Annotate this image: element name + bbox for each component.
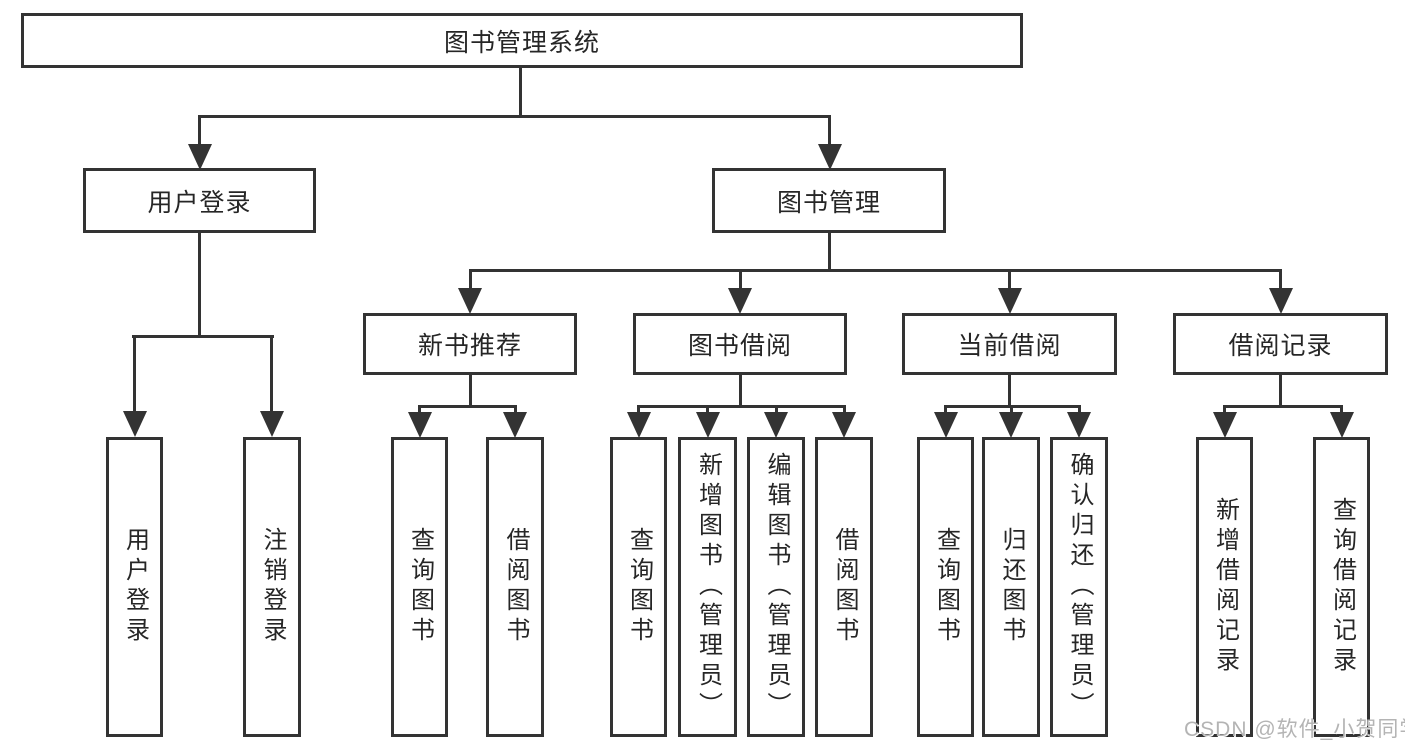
connector-book-borrow-down xyxy=(739,375,742,408)
arrowhead-leaf-user-login xyxy=(123,411,147,437)
leaf-query-borrow-record-label: 查询借阅记录 xyxy=(1328,497,1356,677)
node-current-borrow: 当前借阅 xyxy=(902,313,1117,375)
connector-new-book-stem xyxy=(469,269,472,291)
arrowhead-leaf-confirm-return xyxy=(1067,412,1091,438)
connector-leaf-query2-stem xyxy=(637,405,640,415)
connector-leaf-return-stem xyxy=(1010,405,1013,415)
node-book-management: 图书管理 xyxy=(712,168,946,233)
connector-leaf-confirm-return-stem xyxy=(1078,405,1081,415)
connector-level3-horizontal xyxy=(469,269,1282,272)
connector-leaf-user-login-stem xyxy=(133,335,136,413)
connector-book-borrow-horizontal xyxy=(637,405,846,408)
leaf-logout: 注销登录 xyxy=(243,437,301,737)
leaf-add-book-admin-label: 新增图书（管理员） xyxy=(694,452,722,722)
connector-user-login-down xyxy=(198,232,201,338)
arrowhead-leaf-borrow2 xyxy=(832,412,856,438)
connector-new-book-down xyxy=(469,375,472,408)
connector-leaf-query1-stem xyxy=(418,405,421,415)
connector-leaf-edit-book-stem xyxy=(775,405,778,415)
connector-user-login-stem xyxy=(198,115,201,148)
node-current-borrow-label: 当前借阅 xyxy=(957,332,1062,360)
node-new-book-recommend-label: 新书推荐 xyxy=(417,332,522,360)
arrowhead-leaf-query-record xyxy=(1330,412,1354,438)
arrowhead-leaf-add-book xyxy=(696,412,720,438)
leaf-user-login-label: 用户登录 xyxy=(121,527,149,647)
arrowhead-leaf-query2 xyxy=(627,412,651,438)
leaf-query-book-2: 查询图书 xyxy=(610,437,667,737)
leaf-edit-book-admin-label: 编辑图书（管理员） xyxy=(763,452,790,722)
arrowhead-borrow-record xyxy=(1269,288,1293,314)
leaf-query-borrow-record: 查询借阅记录 xyxy=(1313,437,1370,737)
arrowhead-leaf-logout xyxy=(260,411,284,437)
node-user-login-label: 用户登录 xyxy=(147,188,252,217)
node-user-login: 用户登录 xyxy=(83,168,316,233)
leaf-user-login: 用户登录 xyxy=(106,437,163,737)
node-borrow-record-label: 借阅记录 xyxy=(1228,332,1333,360)
node-root-label: 图书管理系统 xyxy=(443,28,600,57)
leaf-add-borrow-record-label: 新增借阅记录 xyxy=(1211,497,1239,677)
connector-leaf-borrow2-stem xyxy=(843,405,846,415)
connector-borrow-record-down xyxy=(1279,375,1282,408)
leaf-add-borrow-record: 新增借阅记录 xyxy=(1196,437,1253,737)
connector-book-management-down xyxy=(828,232,831,272)
arrowhead-book-management xyxy=(818,144,842,170)
leaf-return-book: 归还图书 xyxy=(982,437,1040,737)
node-borrow-record: 借阅记录 xyxy=(1173,313,1388,375)
leaf-logout-label: 注销登录 xyxy=(259,527,286,647)
csdn-watermark: CSDN @软件_小贺同学 xyxy=(1184,718,1405,741)
node-root: 图书管理系统 xyxy=(21,13,1023,68)
connector-leaf-query-record-stem xyxy=(1340,405,1343,415)
connector-borrow-record-horizontal xyxy=(1223,405,1343,408)
node-book-borrow: 图书借阅 xyxy=(633,313,847,375)
arrowhead-leaf-query3 xyxy=(934,412,958,438)
node-new-book-recommend: 新书推荐 xyxy=(363,313,577,375)
leaf-query-book-3: 查询图书 xyxy=(917,437,974,737)
arrowhead-user-login xyxy=(188,144,212,170)
connector-current-borrow-down xyxy=(1008,375,1011,408)
leaf-confirm-return-admin-label: 确认归还（管理员） xyxy=(1066,452,1093,722)
connector-book-borrow-stem xyxy=(739,269,742,291)
connector-user-login-horizontal xyxy=(132,335,274,338)
connector-current-borrow-stem xyxy=(1008,269,1011,291)
arrowhead-leaf-edit-book xyxy=(764,412,788,438)
connector-leaf-borrow1-stem xyxy=(514,405,517,415)
leaf-borrow-book-1: 借阅图书 xyxy=(486,437,544,737)
leaf-return-book-label: 归还图书 xyxy=(998,527,1025,647)
arrowhead-leaf-add-record xyxy=(1213,412,1237,438)
arrowhead-book-borrow xyxy=(728,288,752,314)
connector-new-book-horizontal xyxy=(418,405,517,408)
arrowhead-leaf-query1 xyxy=(408,412,432,438)
arrowhead-current-borrow xyxy=(998,288,1022,314)
leaf-borrow-book-2-label: 借阅图书 xyxy=(831,527,858,647)
arrowhead-leaf-borrow1 xyxy=(503,412,527,438)
arrowhead-leaf-return xyxy=(999,412,1023,438)
leaf-query-book-1-label: 查询图书 xyxy=(406,527,434,647)
leaf-query-book-3-label: 查询图书 xyxy=(932,527,960,647)
connector-leaf-add-record-stem xyxy=(1223,405,1226,415)
connector-book-management-stem xyxy=(828,115,831,148)
connector-level2-horizontal xyxy=(198,115,831,118)
leaf-confirm-return-admin: 确认归还（管理员） xyxy=(1050,437,1108,737)
connector-leaf-query3-stem xyxy=(944,405,947,415)
leaf-edit-book-admin: 编辑图书（管理员） xyxy=(747,437,805,737)
leaf-borrow-book-2: 借阅图书 xyxy=(815,437,873,737)
leaf-query-book-2-label: 查询图书 xyxy=(625,527,653,647)
leaf-borrow-book-1-label: 借阅图书 xyxy=(502,527,529,647)
leaf-add-book-admin: 新增图书（管理员） xyxy=(678,437,737,737)
arrowhead-new-book-recommend xyxy=(458,288,482,314)
connector-leaf-logout-stem xyxy=(270,335,273,413)
node-book-borrow-label: 图书借阅 xyxy=(687,332,792,360)
node-book-management-label: 图书管理 xyxy=(776,188,881,217)
leaf-query-book-1: 查询图书 xyxy=(391,437,448,737)
connector-borrow-record-stem xyxy=(1279,269,1282,291)
connector-leaf-add-book-stem xyxy=(706,405,709,415)
connector-root-stem xyxy=(519,68,522,118)
